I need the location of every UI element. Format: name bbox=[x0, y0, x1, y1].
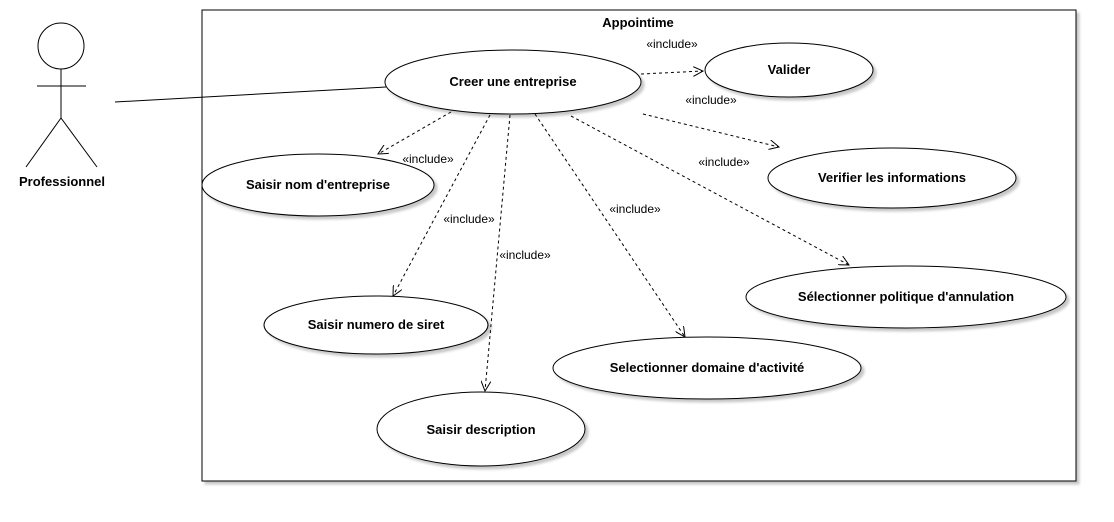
include-label-saisir-siret: «include» bbox=[443, 212, 495, 226]
include-label-politique: «include» bbox=[698, 155, 750, 169]
use-case-label: Verifier les informations bbox=[818, 170, 966, 185]
use-case-label: Creer une entreprise bbox=[449, 74, 576, 89]
system-title: Appointime bbox=[602, 15, 674, 30]
use-case-ellipse bbox=[767, 147, 1017, 209]
use-case-ellipse bbox=[552, 336, 862, 400]
use-case-label: Valider bbox=[768, 62, 811, 77]
use-case-saisir-nom-entreprise[interactable]: Saisir nom d'entreprise bbox=[201, 153, 435, 217]
include-label-verifier: «include» bbox=[685, 93, 737, 107]
use-case-saisir-description[interactable]: Saisir description bbox=[376, 391, 586, 467]
actor-left-leg bbox=[25, 117, 62, 168]
use-case-ellipse bbox=[704, 42, 874, 98]
use-case-ellipse bbox=[376, 391, 586, 467]
use-case-label: Saisir numero de siret bbox=[308, 317, 445, 332]
include-labels: «include» «include» «include» «include» … bbox=[402, 37, 750, 262]
use-case-valider[interactable]: Valider bbox=[704, 42, 874, 98]
use-case-politique-annulation[interactable]: Sélectionner politique d'annulation bbox=[745, 265, 1067, 329]
actor-right-leg bbox=[60, 117, 98, 168]
use-case-creer-entreprise[interactable]: Creer une entreprise bbox=[384, 49, 642, 115]
association-line bbox=[114, 86, 387, 103]
include-arrow-domaine bbox=[534, 113, 685, 337]
include-arrow-saisir-siret bbox=[393, 114, 491, 296]
use-case-ellipse bbox=[384, 49, 642, 115]
use-case-label: Saisir description bbox=[426, 422, 535, 437]
use-case-label: Saisir nom d'entreprise bbox=[246, 177, 390, 192]
use-case-label: Selectionner domaine d'activité bbox=[610, 360, 805, 375]
use-case-ellipse bbox=[263, 295, 489, 355]
use-case-domaine-activite[interactable]: Selectionner domaine d'activité bbox=[552, 336, 862, 400]
include-arrow-saisir-nom bbox=[378, 111, 452, 154]
use-case-label: Sélectionner politique d'annulation bbox=[798, 289, 1014, 304]
use-case-ellipse bbox=[201, 153, 435, 217]
include-label-domaine: «include» bbox=[609, 202, 661, 216]
use-case-verifier-informations[interactable]: Verifier les informations bbox=[767, 147, 1017, 209]
actor-professionnel[interactable]: Professionnel bbox=[19, 22, 105, 189]
include-arrow-valider bbox=[640, 71, 703, 74]
include-label-saisir-nom: «include» bbox=[402, 152, 454, 166]
include-label-saisir-description: «include» bbox=[499, 248, 551, 262]
include-arrow-politique bbox=[570, 115, 849, 265]
use-case-ellipse bbox=[745, 265, 1067, 329]
use-case-saisir-siret[interactable]: Saisir numero de siret bbox=[263, 295, 489, 355]
actor-head bbox=[37, 22, 85, 70]
actor-label: Professionnel bbox=[19, 174, 105, 189]
include-arrow-verifier bbox=[642, 113, 779, 147]
include-arrow-saisir-description bbox=[485, 114, 511, 391]
include-label-valider: «include» bbox=[646, 37, 698, 51]
include-arrows bbox=[378, 71, 849, 391]
